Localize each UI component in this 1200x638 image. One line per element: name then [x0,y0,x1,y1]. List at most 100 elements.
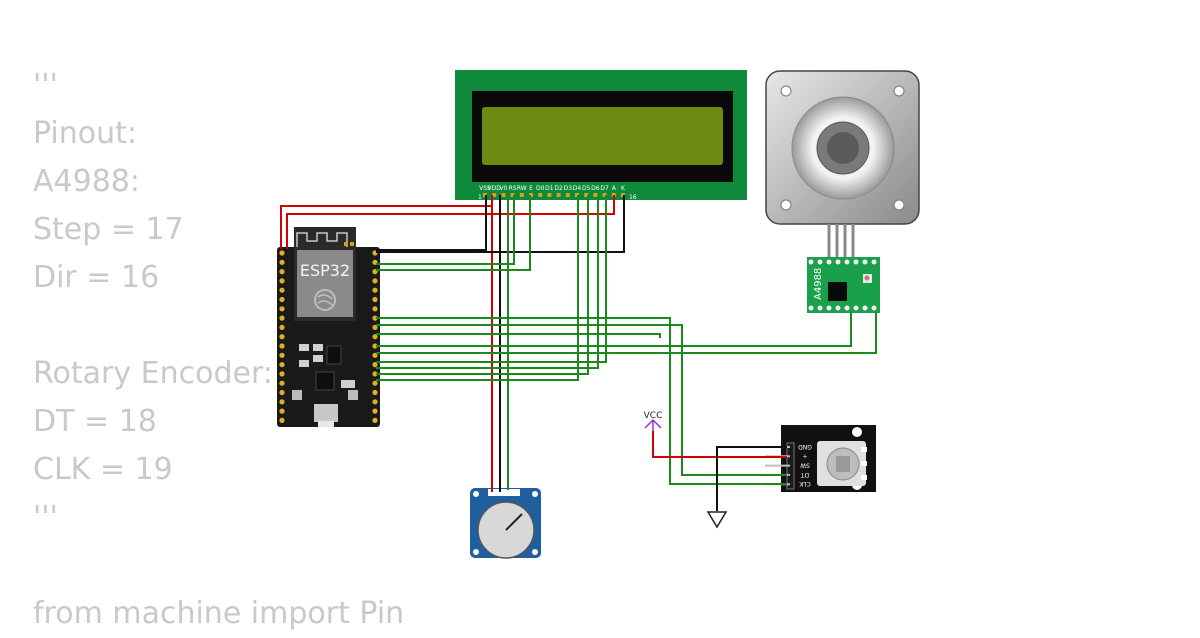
esp32-right-pin[interactable] [372,343,378,349]
esp32-left-pin[interactable] [279,315,285,321]
lcd-pin[interactable] [602,193,607,197]
esp32-left-pin[interactable] [279,334,285,340]
lcd-pin[interactable] [492,193,497,197]
esp32-left-pin[interactable] [279,371,285,377]
lcd-pin[interactable] [565,193,570,197]
en-button[interactable] [292,390,302,400]
esp32-left-pin[interactable] [279,287,285,293]
lcd-pin-label: VSS [479,185,491,192]
esp32-label: ESP32 [300,261,350,280]
esp32-left-pin[interactable] [279,389,285,396]
code-line: Rotary Encoder: [33,356,273,391]
lcd-pin-label: RW [517,185,527,192]
lcd-pin-label: D6 [591,185,600,192]
esp32-left-pin[interactable] [279,399,285,405]
esp32-module-shield [297,250,353,317]
lcd-pin[interactable] [501,193,506,197]
esp32-left-pin[interactable] [279,352,285,358]
esp32-right-pin[interactable] [372,334,378,340]
esp32-right-pin[interactable] [372,315,378,321]
driver-pin[interactable] [808,305,814,311]
a4988-driver[interactable]: A4988 [807,257,880,313]
esp32-right-pin[interactable] [372,417,378,423]
lcd-pin[interactable] [519,193,524,197]
esp32-left-pin[interactable] [279,343,285,349]
driver-pin[interactable] [817,259,823,265]
lcd-pin[interactable] [556,193,561,197]
esp32-board[interactable]: ESP32 [277,227,380,427]
esp32-left-pin[interactable] [279,278,285,284]
esp32-left-pin[interactable] [279,296,285,303]
wires [280,195,877,511]
esp32-right-pin[interactable] [372,278,378,284]
code-line: Pinout: [33,116,138,151]
esp32-right-pin[interactable] [372,408,378,414]
esp32-right-pin[interactable] [372,306,378,312]
encoder-pin-label: CLK [798,480,811,487]
driver-pin[interactable] [835,305,841,311]
lcd-pin[interactable] [547,193,552,197]
antenna-trace [296,232,348,247]
esp32-left-pin[interactable] [279,324,285,330]
esp32-right-pin[interactable] [372,296,378,303]
lcd-pin[interactable] [593,193,598,197]
esp32-left-pin[interactable] [279,408,285,414]
lcd-pin-label: VDD [488,185,502,192]
boot-button[interactable] [348,390,358,400]
esp32-left-pin[interactable] [279,259,285,265]
driver-pin[interactable] [862,305,868,311]
driver-pin[interactable] [826,305,832,311]
driver-pin[interactable] [853,305,859,311]
esp32-left-pin[interactable] [279,250,285,256]
esp32-right-pin[interactable] [372,399,378,405]
driver-pin[interactable] [808,259,814,265]
lcd-pin[interactable] [510,193,515,197]
lcd-pin-label: D3 [564,185,573,192]
driver-pin[interactable] [871,259,877,265]
ground-symbol [706,511,728,529]
esp32-right-pin[interactable] [372,287,378,293]
lcd-pin-label: E [529,185,533,192]
driver-chip [828,282,847,301]
esp32-left-pin[interactable] [279,362,285,368]
driver-pin[interactable] [817,305,823,311]
lcd-pin-label: D4 [573,185,582,192]
esp32-pin-headers [279,250,378,423]
lcd-pin[interactable] [584,193,589,197]
lcd-pin-label: D2 [554,185,563,192]
encoder-pin-label: + [802,452,807,459]
lcd-pin-label: RS [509,185,517,192]
lcd-pin-label: K [621,185,626,192]
encoder-pin-label: GND [798,443,812,450]
esp32-left-pin[interactable] [279,269,285,275]
driver-pin[interactable] [835,259,841,265]
esp32-right-pin[interactable] [372,362,378,368]
driver-pin[interactable] [853,259,859,265]
driver-pin[interactable] [826,259,832,265]
esp32-right-pin[interactable] [372,324,378,330]
driver-pin[interactable] [871,305,877,311]
esp32-left-pin[interactable] [279,306,285,312]
potentiometer[interactable] [470,488,541,559]
driver-pin[interactable] [844,259,850,265]
esp32-left-pin[interactable] [279,380,285,386]
esp32-right-pin[interactable] [372,380,378,386]
driver-pin[interactable] [862,259,868,265]
lcd-pin-label: D0 [536,185,545,192]
lcd-pin[interactable] [538,193,543,197]
esp32-right-pin[interactable] [372,389,378,396]
usb-port-icon [314,404,338,422]
esp32-right-pin[interactable] [372,371,378,377]
lcd-pin-first: 1 [478,194,482,201]
stepper-motor[interactable] [765,70,920,258]
lcd-pin-label: D7 [600,185,609,192]
code-line: ''' [33,500,58,535]
lcd-pin-label: A [612,185,617,192]
esp32-left-pin[interactable] [279,417,285,423]
driver-pin[interactable] [844,305,850,311]
vcc-label: VCC [644,411,663,421]
lcd-pin-last: 16 [629,194,637,201]
lcd-pin-label: V0 [499,185,507,192]
